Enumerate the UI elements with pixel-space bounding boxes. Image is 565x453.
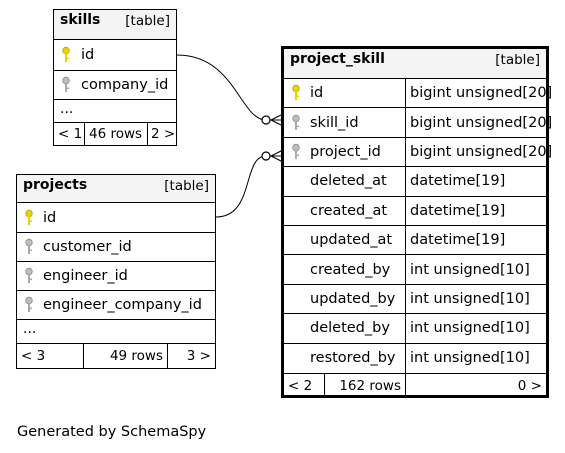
footer-next[interactable]: 0 > — [406, 374, 546, 398]
table-kind: [table] — [125, 13, 170, 29]
column-row-company-id[interactable]: company_id — [54, 71, 176, 100]
column-type: int unsigned[10] — [410, 350, 530, 367]
primary-key-icon — [292, 84, 300, 101]
column-type: bigint unsigned[20] — [410, 143, 553, 160]
optional-marker-skill-id — [261, 115, 271, 125]
footer-row-count: 49 rows — [84, 344, 167, 368]
optional-marker-project-id — [261, 151, 271, 161]
footer-prev[interactable]: < 3 — [17, 344, 83, 368]
footer-next[interactable]: 2 > — [148, 123, 176, 145]
column-name: updated_by — [310, 290, 396, 307]
more-columns-text: ... — [23, 321, 37, 337]
column-type: datetime[19] — [410, 173, 506, 190]
footer-prev[interactable]: < 1 — [54, 123, 84, 145]
skills-table[interactable]: skills [table] id company_id ... < 1 46 … — [53, 9, 177, 146]
column-type: datetime[19] — [410, 232, 506, 249]
column-name: created_at — [310, 202, 388, 219]
primary-key-icon — [25, 209, 33, 225]
footer-row-count: 46 rows — [85, 123, 147, 145]
more-columns-text: ... — [60, 101, 74, 117]
column-row-skill-id[interactable]: skill_id bigint unsigned[20] — [284, 108, 552, 138]
column-name: restored_by — [310, 350, 396, 367]
footer-prev-text: < 1 — [58, 126, 83, 142]
foreign-key-icon — [292, 143, 300, 159]
column-type: bigint unsigned[20] — [410, 85, 553, 102]
table-kind: [table] — [495, 52, 540, 68]
table-name: projects — [23, 177, 88, 193]
footer-prev-text: < 3 — [21, 348, 46, 364]
generated-by-caption: Generated by SchemaSpy — [17, 424, 207, 440]
more-columns: ... — [17, 320, 215, 344]
column-name: engineer_company_id — [43, 297, 202, 313]
projects-id-to-project-skill-project-id-line — [215, 155, 283, 218]
column-row-updated-at[interactable]: updated_at datetime[19] — [284, 225, 546, 256]
foreign-key-icon — [25, 296, 33, 312]
column-row-restored-by[interactable]: restored_by int unsigned[10] — [284, 343, 546, 373]
column-row-engineer-company-id[interactable]: engineer_company_id — [17, 291, 215, 320]
footer-next-text: 0 > — [517, 377, 542, 394]
column-row-updated-by[interactable]: updated_by int unsigned[10] — [284, 284, 546, 315]
column-row-customer-id[interactable]: customer_id — [17, 233, 215, 262]
footer-prev[interactable]: < 2 — [284, 374, 324, 398]
projects-table[interactable]: projects [table] id customer_id engineer… — [16, 174, 216, 369]
column-name: created_by — [310, 261, 391, 278]
column-row-deleted-by[interactable]: deleted_by int unsigned[10] — [284, 314, 546, 344]
table-footer: < 1 46 rows 2 > — [54, 123, 176, 145]
table-header: project_skill [table] — [284, 49, 546, 79]
footer-next[interactable]: 3 > — [168, 344, 215, 368]
foreign-key-icon — [25, 238, 33, 254]
column-row-id[interactable]: id — [17, 203, 215, 233]
primary-key-icon — [62, 46, 70, 62]
column-name: id — [310, 85, 324, 102]
footer-row-count-text: 49 rows — [109, 348, 163, 364]
foreign-key-icon — [25, 267, 33, 283]
more-columns: ... — [54, 100, 176, 123]
table-kind: [table] — [164, 178, 209, 194]
column-row-created-at[interactable]: created_at datetime[19] — [284, 196, 546, 226]
column-name: customer_id — [43, 239, 132, 255]
table-footer: < 3 49 rows 3 > — [17, 344, 215, 368]
column-type: bigint unsigned[20] — [410, 114, 553, 131]
footer-next-text: 2 > — [151, 126, 176, 142]
project-skill-table[interactable]: project_skill [table] id bigint unsigned[… — [281, 46, 552, 398]
column-name: deleted_at — [310, 173, 387, 190]
column-name: deleted_by — [310, 320, 390, 337]
footer-next-text: 3 > — [186, 348, 211, 364]
column-name: engineer_id — [43, 268, 128, 284]
column-row-id[interactable]: id — [54, 40, 176, 71]
footer-row-count-text: 162 rows — [339, 377, 401, 394]
footer-row-count: 162 rows — [325, 374, 405, 398]
column-name: updated_at — [310, 232, 393, 249]
footer-row-count-text: 46 rows — [89, 126, 143, 142]
column-type: int unsigned[10] — [410, 320, 530, 337]
table-header: skills [table] — [54, 10, 176, 40]
footer-prev-text: < 2 — [288, 377, 313, 394]
foreign-key-icon — [62, 76, 70, 92]
column-name: project_id — [310, 143, 381, 160]
table-header: projects [table] — [17, 175, 215, 203]
column-name: id — [43, 209, 57, 226]
column-row-engineer-id[interactable]: engineer_id — [17, 262, 215, 291]
column-name: company_id — [81, 77, 169, 93]
column-type: int unsigned[10] — [410, 261, 530, 278]
column-row-deleted-at[interactable]: deleted_at datetime[19] — [284, 167, 546, 197]
column-type: datetime[19] — [410, 202, 506, 219]
table-name: skills — [60, 12, 101, 28]
foreign-key-icon — [292, 114, 300, 130]
column-row-created-by[interactable]: created_by int unsigned[10] — [284, 255, 546, 285]
column-row-id[interactable]: id bigint unsigned[20] — [284, 79, 552, 109]
skills-id-to-project-skill-skill-id-line — [176, 54, 283, 121]
column-name: id — [81, 47, 95, 63]
column-type: int unsigned[10] — [410, 290, 530, 307]
table-footer: < 2 162 rows 0 > — [284, 372, 546, 398]
table-name: project_skill — [290, 51, 385, 67]
column-name: skill_id — [310, 114, 359, 131]
column-row-project-id[interactable]: project_id bigint unsigned[20] — [284, 137, 552, 168]
